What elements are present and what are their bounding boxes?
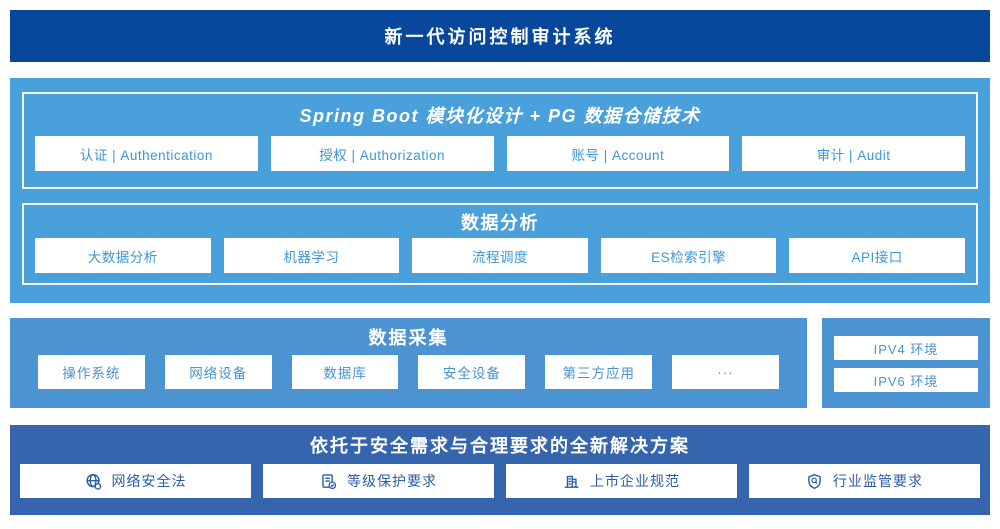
document-check-icon <box>320 473 337 490</box>
box-label: 大数据分析 <box>87 249 158 265</box>
box-label: 网络安全法 <box>111 473 187 489</box>
box-label: 行业监管要求 <box>833 473 923 489</box>
analysis-row: 大数据分析 机器学习 流程调度 ES检索引擎 API接口 <box>35 238 965 273</box>
box-label: 上市企业规范 <box>590 473 680 489</box>
analysis-box: 大数据分析 <box>35 238 211 273</box>
collection-title: 数据采集 <box>368 327 449 348</box>
collection-box: 安全设备 <box>418 355 526 389</box>
banner: 新一代访问控制审计系统 <box>10 10 990 62</box>
module-box: 认证 | Authentication <box>35 136 258 171</box>
solution-title: 依托于安全需求与合理要求的全新解决方案 <box>310 435 690 456</box>
collection-box: 第三方应用 <box>545 355 653 389</box>
collection-box: 数据库 <box>291 355 399 389</box>
box-label: 审计 | Audit <box>816 147 891 163</box>
box-label: 授权 | Authorization <box>319 147 446 163</box>
environment-box: IPV4 环境 <box>834 336 978 360</box>
collection-section: 数据采集 操作系统 网络设备 数据库 安全设备 第三方应用 ··· <box>10 318 807 408</box>
box-label: 认证 | Authentication <box>79 147 213 163</box>
box-label: API接口 <box>851 249 903 265</box>
analysis-title: 数据分析 <box>461 212 539 233</box>
box-label: 数据库 <box>323 366 367 381</box>
solution-box: 行业监管要求 <box>749 464 980 498</box>
environment-box: IPV6 环境 <box>834 368 978 392</box>
modules-group: Spring Boot 模块化设计 + PG 数据仓储技术 认证 | Authe… <box>22 92 978 189</box>
collection-box: ··· <box>672 355 779 389</box>
solution-section: 依托于安全需求与合理要求的全新解决方案 网络安全法 等级保护要求 上市企业规范 行业监… <box>10 425 990 515</box>
box-label: 操作系统 <box>62 366 121 381</box>
box-label: 机器学习 <box>283 249 340 265</box>
analysis-group: 数据分析 大数据分析 机器学习 流程调度 ES检索引擎 API接口 <box>22 203 978 285</box>
box-label: IPV6 环境 <box>873 373 939 389</box>
modules-row: 认证 | Authentication 授权 | Authorization 账号 … <box>35 136 965 171</box>
box-label: IPV4 环境 <box>873 341 939 357</box>
solution-box: 网络安全法 <box>20 464 251 498</box>
solution-box: 等级保护要求 <box>263 464 494 498</box>
analysis-box: 机器学习 <box>223 238 400 273</box>
analysis-box: API接口 <box>789 238 965 273</box>
modules-title: Spring Boot 模块化设计 + PG 数据仓储技术 <box>299 106 701 126</box>
module-box: 授权 | Authorization <box>270 136 494 171</box>
environment-panel: IPV4 环境 IPV6 环境 <box>822 318 990 408</box>
globe-icon <box>85 473 102 490</box>
solution-row: 网络安全法 等级保护要求 上市企业规范 行业监管要求 <box>10 464 990 498</box>
collection-box: 操作系统 <box>38 355 145 389</box>
collection-row: 操作系统 网络设备 数据库 安全设备 第三方应用 ··· <box>10 355 807 389</box>
module-box: 审计 | Audit <box>742 136 965 171</box>
building-icon <box>563 473 580 490</box>
analysis-box: 流程调度 <box>412 238 588 273</box>
box-label: 账号 | Account <box>571 147 665 163</box>
collection-box: 网络设备 <box>164 355 272 389</box>
solution-box: 上市企业规范 <box>506 464 737 498</box>
box-label: 等级保护要求 <box>347 473 437 489</box>
analysis-box: ES检索引擎 <box>600 238 777 273</box>
middle-band: 数据采集 操作系统 网络设备 数据库 安全设备 第三方应用 ··· IPV4 环境 IPV6… <box>10 318 990 408</box>
platform-section: Spring Boot 模块化设计 + PG 数据仓储技术 认证 | Authe… <box>10 78 990 303</box>
box-label: ES检索引擎 <box>651 249 727 265</box>
shield-search-icon <box>806 473 823 490</box>
box-label: ··· <box>717 364 734 380</box>
box-label: 流程调度 <box>471 249 528 265</box>
box-label: 安全设备 <box>442 366 501 381</box>
module-box: 账号 | Account <box>506 136 730 171</box>
box-label: 第三方应用 <box>562 366 635 381</box>
box-label: 网络设备 <box>189 366 248 381</box>
banner-title: 新一代访问控制审计系统 <box>384 27 616 47</box>
